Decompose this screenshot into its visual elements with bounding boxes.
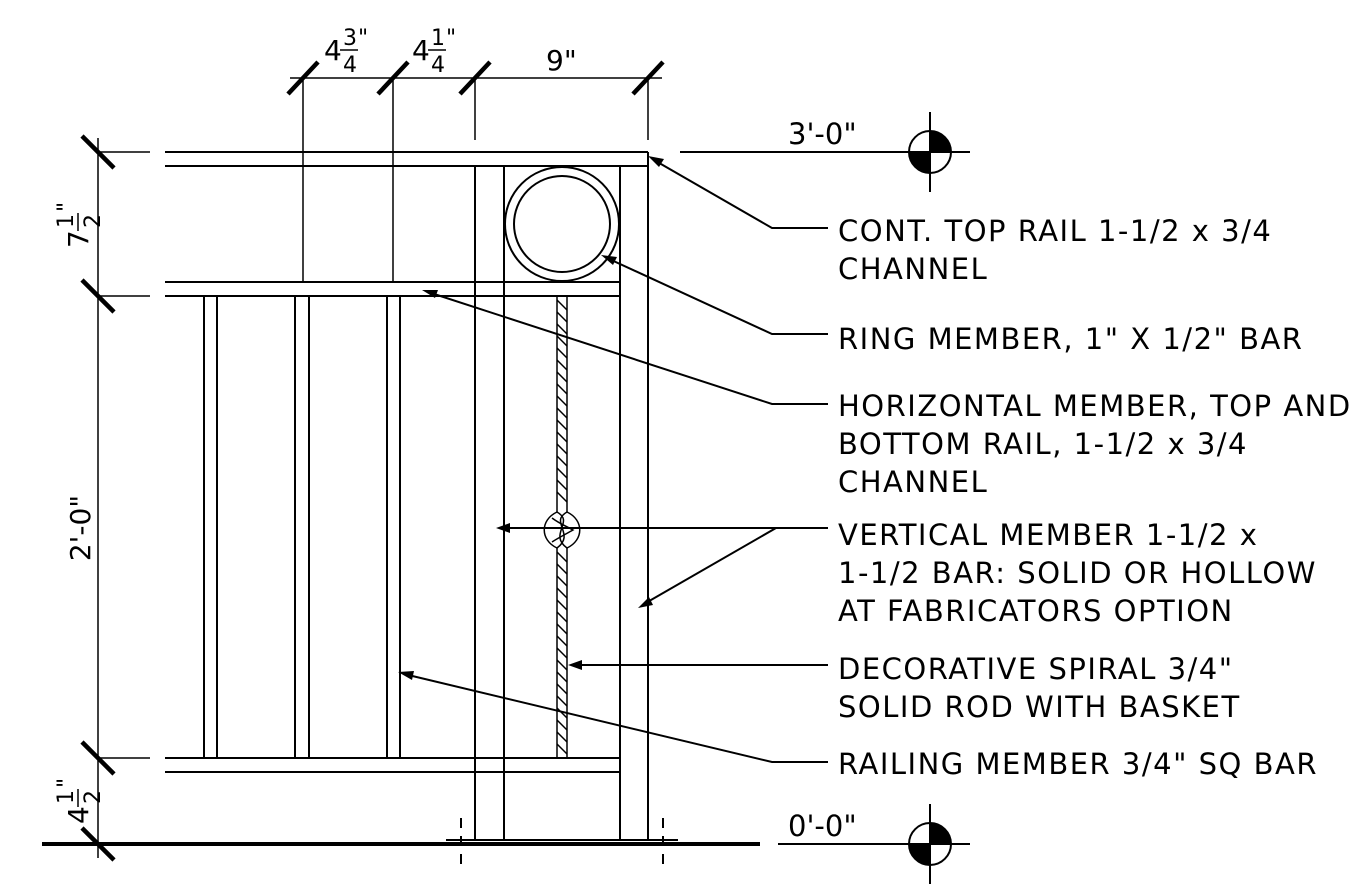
svg-text:2: 2 — [81, 214, 106, 228]
dim-7-1-2: 7 1 2 " — [54, 202, 106, 248]
label-vertical-1: VERTICAL MEMBER 1-1/2 x — [838, 518, 1258, 552]
leaders — [398, 156, 828, 763]
label-horizontal-2: BOTTOM RAIL, 1-1/2 x 3/4 — [838, 427, 1248, 461]
dim-4-3-4: 4 3 4 " — [324, 26, 368, 78]
dim-9: 9" — [546, 44, 577, 77]
elevation-marker-top: 3'-0" — [680, 112, 970, 192]
label-horizontal-3: CHANNEL — [838, 465, 988, 499]
top-dimension-chain: 4 3 4 " 4 1 4 " 9" — [286, 26, 665, 282]
label-horizontal-1: HORIZONTAL MEMBER, TOP AND — [838, 389, 1352, 423]
ground-line — [42, 818, 760, 872]
callout-labels: CONT. TOP RAIL 1-1/2 x 3/4 CHANNEL RING … — [838, 214, 1352, 781]
svg-text:1: 1 — [54, 790, 79, 804]
label-spiral-1: DECORATIVE SPIRAL 3/4" — [838, 652, 1234, 686]
decorative-spiral — [543, 296, 581, 758]
svg-text:4: 4 — [343, 53, 357, 78]
left-dimension-chain: 7 1 2 " 2'-0" 4 1 2 " — [54, 134, 150, 862]
svg-text:4: 4 — [412, 34, 430, 67]
svg-text:7: 7 — [62, 230, 95, 248]
label-top-rail-2: CHANNEL — [838, 252, 988, 286]
svg-text:4: 4 — [431, 53, 445, 78]
svg-text:": " — [446, 26, 456, 51]
label-spiral-2: SOLID ROD WITH BASKET — [838, 690, 1241, 724]
svg-text:4: 4 — [324, 34, 342, 67]
svg-text:": " — [54, 778, 79, 788]
svg-text:": " — [54, 202, 79, 212]
svg-text:0'-0": 0'-0" — [788, 809, 857, 843]
svg-text:4: 4 — [62, 806, 95, 824]
svg-text:1: 1 — [54, 214, 79, 228]
railing-structure — [165, 151, 649, 840]
label-ring-1: RING MEMBER, 1" X 1/2" BAR — [838, 322, 1303, 356]
label-vertical-3: AT FABRICATORS OPTION — [838, 594, 1234, 628]
label-vertical-2: 1-1/2 BAR: SOLID OR HOLLOW — [838, 556, 1317, 590]
svg-text:3: 3 — [343, 26, 357, 51]
dim-4-1-4: 4 1 4 " — [412, 26, 456, 78]
dim-4-1-2: 4 1 2 " — [54, 778, 106, 824]
dim-2-0: 2'-0" — [64, 495, 97, 561]
svg-text:": " — [358, 26, 368, 51]
elevation-marker-bottom: 0'-0" — [778, 804, 970, 884]
label-top-rail-1: CONT. TOP RAIL 1-1/2 x 3/4 — [838, 214, 1272, 248]
label-railing-1: RAILING MEMBER 3/4" SQ BAR — [838, 747, 1318, 781]
svg-text:1: 1 — [431, 26, 445, 51]
svg-text:2: 2 — [81, 790, 106, 804]
svg-text:3'-0": 3'-0" — [788, 117, 857, 151]
